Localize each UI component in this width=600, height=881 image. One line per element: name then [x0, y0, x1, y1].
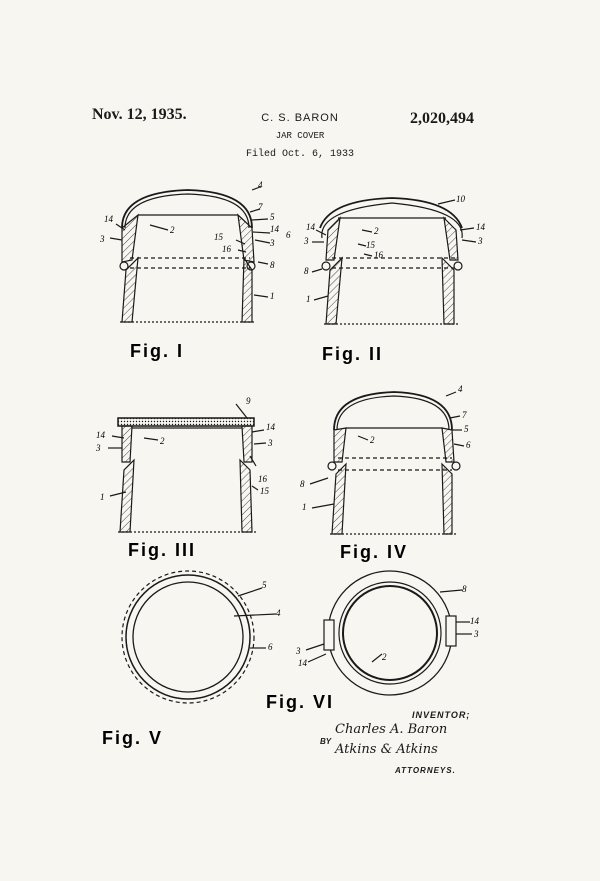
- fig6-ref-14: 14: [470, 616, 480, 626]
- fig2-ref-10: 10: [456, 194, 466, 204]
- fig3-ref-14: 14: [266, 422, 276, 432]
- patent-title: JAR COVER: [275, 131, 325, 141]
- fig3-ref-15: 15: [260, 486, 270, 496]
- attorney-signature: Atkins & Atkins: [335, 742, 438, 757]
- fig4-ref-4: 4: [458, 384, 463, 394]
- fig1-ref-15: 15: [214, 232, 224, 242]
- fig1-ref-3: 3: [269, 238, 275, 248]
- fig1-ref-16: 16: [222, 244, 232, 254]
- fig1-ref-4: 4: [258, 180, 263, 190]
- issue-date: Nov. 12, 1935.: [92, 106, 187, 123]
- fig4-ref-5: 5: [464, 424, 469, 434]
- fig4-ref-1: 1: [302, 502, 307, 512]
- inventor-label: INVENTOR;: [412, 710, 471, 720]
- fig5-ref-6: 6: [268, 642, 273, 652]
- fig4-ref-8: 8: [300, 479, 305, 489]
- fig5-ref-5: 5: [262, 580, 267, 590]
- fig3-ref-9: 9: [246, 396, 251, 406]
- fig6-ref-8: 8: [462, 584, 467, 594]
- inventor-header: C. S. BARON: [261, 112, 339, 124]
- fig6-ref-14b: 14: [298, 658, 308, 668]
- fig2-ref-2: 2: [374, 226, 379, 236]
- figure-2-drawing: [311, 197, 477, 325]
- fig1-ref-14b: 14: [104, 214, 114, 224]
- fig5-label: Fig. V: [102, 728, 163, 748]
- inventor-signature: Charles A. Baron: [335, 722, 448, 737]
- fig1-label: Fig. I: [130, 341, 184, 361]
- fig2-ref-8: 8: [304, 266, 309, 276]
- figure-1-drawing: [109, 186, 271, 323]
- figure-5-drawing: [121, 570, 277, 704]
- patent-number: 2,020,494: [410, 110, 474, 127]
- fig1-ref-3b: 3: [99, 234, 105, 244]
- fig2-ref-14b: 14: [306, 222, 316, 232]
- fig2-ref-3b: 3: [303, 236, 309, 246]
- fig4-ref-2: 2: [370, 435, 375, 445]
- figure-4-drawing: [309, 391, 465, 535]
- fig1-ref-1: 1: [270, 291, 275, 301]
- by-label: BY: [320, 737, 332, 746]
- figure-6-drawing: [305, 570, 472, 696]
- fig1-ref-2: 2: [170, 225, 175, 235]
- fig3-ref-3b: 3: [95, 443, 101, 453]
- fig2-label: Fig. II: [322, 344, 383, 364]
- fig3-ref-16: 16: [258, 474, 268, 484]
- filed-date: Filed Oct. 6, 1933: [245, 149, 355, 160]
- fig2-ref-1: 1: [306, 294, 311, 304]
- figure-3-drawing: [108, 403, 267, 533]
- fig1-ref-7: 7: [258, 202, 263, 212]
- fig3-label: Fig. III: [128, 540, 196, 560]
- fig2-ref-15: 15: [366, 240, 376, 250]
- attorneys-label: ATTORNEYS.: [395, 766, 456, 775]
- fig3-ref-2: 2: [160, 436, 165, 446]
- fig1-ref-14: 14: [270, 224, 280, 234]
- fig1-ref-5: 5: [270, 212, 275, 222]
- fig4-label: Fig. IV: [340, 542, 408, 562]
- fig3-ref-14b: 14: [96, 430, 106, 440]
- fig1-ref-6: 6: [286, 230, 291, 240]
- fig2-ref-3: 3: [477, 236, 483, 246]
- fig5-ref-4: 4: [276, 608, 281, 618]
- fig6-ref-3: 3: [473, 629, 479, 639]
- fig2-ref-14: 14: [476, 222, 486, 232]
- fig2-ref-16: 16: [374, 250, 384, 260]
- fig3-ref-1: 1: [100, 492, 105, 502]
- fig6-label: Fig. VI: [266, 692, 334, 712]
- fig4-ref-6: 6: [466, 440, 471, 450]
- fig4-ref-7: 7: [462, 410, 467, 420]
- fig6-ref-3b: 3: [295, 646, 301, 656]
- fig1-ref-8: 8: [270, 260, 275, 270]
- fig3-ref-3: 3: [267, 438, 273, 448]
- fig6-ref-2: 2: [382, 652, 387, 662]
